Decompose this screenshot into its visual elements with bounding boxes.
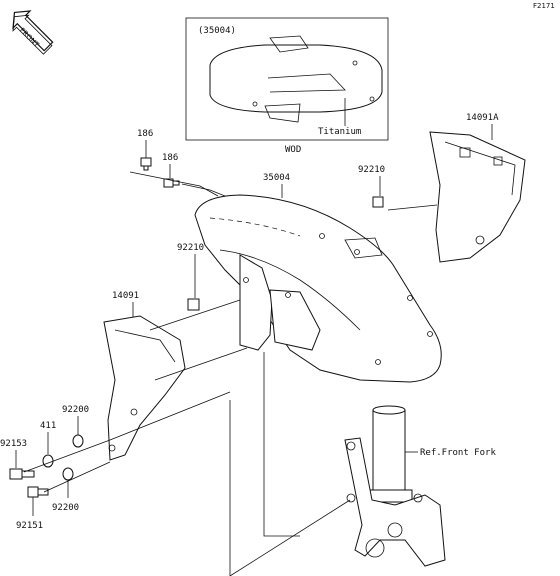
inset-callout: Titanium — [318, 127, 361, 137]
label-92200-lower: 92200 — [52, 503, 79, 513]
nut-92210-left — [187, 298, 200, 311]
front-fork — [344, 405, 446, 567]
front-arrow-icon — [12, 10, 54, 55]
label-92210-right: 92210 — [358, 165, 385, 175]
label-186-a: 186 — [137, 129, 153, 139]
washer-92200-lower — [62, 467, 74, 481]
collar-411 — [42, 454, 54, 468]
label-14091: 14091 — [112, 291, 139, 301]
label-186-b: 186 — [162, 153, 178, 163]
washer-92200-upper — [72, 434, 84, 448]
front-fender — [194, 194, 442, 383]
label-92210-left: 92210 — [177, 243, 204, 253]
label-92153: 92153 — [0, 439, 27, 449]
inset-part-number: (35004) — [198, 26, 236, 36]
inset-caption: WOD — [285, 145, 301, 155]
bolt-92151 — [27, 486, 49, 498]
side-cover-left — [103, 315, 186, 461]
label-front-fork-ref: Ref.Front Fork — [420, 448, 496, 458]
inset-frame — [185, 17, 389, 141]
label-92200-upper: 92200 — [62, 405, 89, 415]
inset-fender-topview — [209, 35, 383, 126]
label-35004: 35004 — [263, 173, 290, 183]
figure-code: F2171 — [533, 2, 555, 10]
nut-92210-right — [372, 196, 384, 208]
bolt-186-a — [140, 157, 152, 171]
side-cover-right — [429, 131, 526, 263]
bolt-92153 — [9, 468, 35, 480]
label-14091a: 14091A — [466, 113, 499, 123]
label-411: 411 — [40, 421, 56, 431]
label-92151: 92151 — [16, 521, 43, 531]
